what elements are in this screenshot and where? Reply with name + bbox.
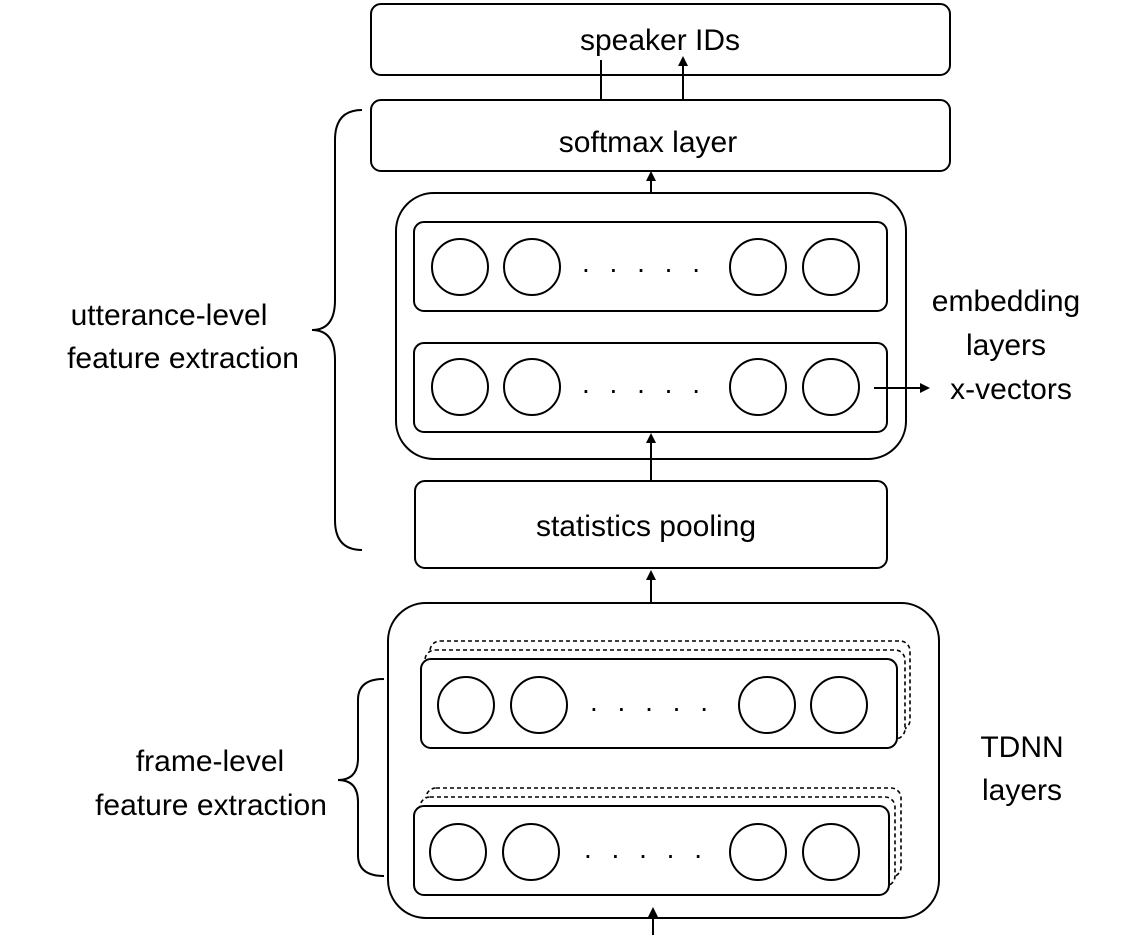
speaker-ids-node: speaker IDs	[370, 3, 951, 76]
embedding-label-line1: embedding	[932, 285, 1080, 318]
speaker-ids-label: speaker IDs	[580, 24, 740, 57]
neuron	[738, 676, 796, 734]
ellipsis-text: . . . . .	[582, 247, 706, 278]
ellipsis-text: . . . . .	[590, 686, 714, 717]
neuron	[503, 238, 561, 296]
statistics-pooling-label: statistics pooling	[536, 510, 756, 543]
embedding-layer-2-neurons: . . . . .	[431, 358, 860, 416]
neuron	[502, 823, 560, 881]
embedding-label-line2: layers	[966, 329, 1046, 362]
neuron	[802, 238, 860, 296]
neuron	[810, 676, 868, 734]
neuron	[729, 238, 787, 296]
embedding-layers-block	[395, 192, 907, 460]
frame-label-line2: feature extraction	[95, 789, 327, 822]
neuron	[431, 238, 489, 296]
statistics-pooling-node: statistics pooling	[414, 480, 888, 569]
softmax-layer-node: softmax layer	[370, 99, 951, 172]
ellipsis-text: . . . . .	[582, 368, 706, 399]
tdnn-layer-2-neurons: . . . . .	[429, 823, 860, 881]
neuron	[802, 358, 860, 416]
neuron	[802, 823, 860, 881]
tdnn-layer-1-neurons: . . . . .	[437, 676, 868, 734]
utterance-level-brace	[311, 109, 363, 551]
neuron	[437, 676, 495, 734]
neuron	[431, 358, 489, 416]
tdnn-label-line1: TDNN	[980, 731, 1063, 764]
neuron	[729, 358, 787, 416]
ellipsis-text: . . . . .	[584, 833, 708, 864]
x-vectors-label: x-vectors	[950, 373, 1072, 406]
neuron	[429, 823, 487, 881]
frame-level-brace	[337, 678, 385, 877]
tdnn-label-line2: layers	[982, 774, 1062, 807]
neuron	[729, 823, 787, 881]
neuron	[510, 676, 568, 734]
neuron	[503, 358, 561, 416]
utterance-label-line2: feature extraction	[67, 342, 299, 375]
frame-label-line1: frame-level	[136, 745, 284, 778]
softmax-layer-label: softmax layer	[559, 126, 737, 159]
embedding-layer-1-neurons: . . . . .	[431, 238, 860, 296]
utterance-label-line1: utterance-level	[71, 299, 268, 332]
